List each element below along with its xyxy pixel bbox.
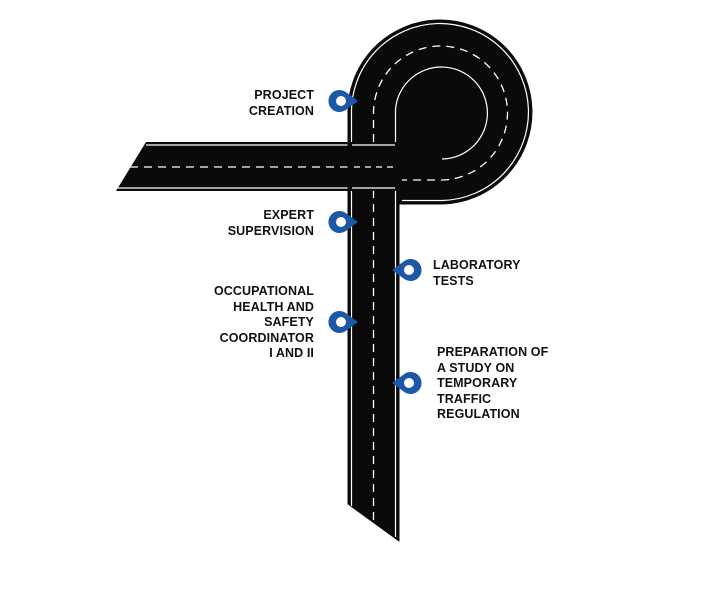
label-line: PROJECT (254, 88, 314, 102)
label-line: EXPERT (263, 208, 314, 222)
loop-road (347, 19, 533, 542)
label-line: SAFETY (264, 315, 314, 329)
milestone-label-expert-supervision: EXPERT SUPERVISION (228, 208, 314, 239)
label-line: LABORATORY (433, 258, 521, 272)
label-line: SUPERVISION (227, 223, 314, 238)
label-line: COORDINATOR (219, 330, 314, 345)
milestone-label-ohs-coordinator: OCCUPATIONAL HEALTH AND SAFETY COORDINAT… (214, 284, 314, 362)
horizontal-road (116, 142, 356, 191)
pin-hole (404, 265, 414, 275)
pin-hole (336, 96, 346, 106)
pin-hole (404, 378, 414, 388)
pin-expert-supervision (328, 211, 358, 233)
pin-project-creation (328, 90, 358, 112)
milestone-label-project-creation: PROJECT CREATION (249, 88, 314, 119)
label-line: OCCUPATIONAL (213, 284, 314, 298)
pin-hole (336, 217, 346, 227)
pin-ohs-coordinator (328, 311, 358, 333)
loop-lane-marking (372, 45, 509, 520)
label-line: TRAFFIC (437, 391, 492, 406)
pin-traffic-study (392, 372, 422, 394)
label-line: TEMPORARY (437, 376, 518, 390)
label-line: HEALTH AND (233, 299, 314, 314)
milestone-label-traffic-study: PREPARATION OF A STUDY ON TEMPORARY TRAF… (437, 345, 548, 423)
loop-road-edge-inner (394, 66, 488, 537)
pin-laboratory-tests (392, 259, 422, 281)
label-line: TESTS (433, 273, 474, 288)
label-line: CREATION (248, 103, 314, 118)
label-line: PREPARATION OF (437, 345, 549, 359)
label-line: I AND II (269, 346, 314, 360)
pin-hole (336, 317, 346, 327)
loop-road-edge-outer (350, 22, 530, 506)
label-line: A STUDY ON (437, 360, 515, 375)
milestone-label-laboratory-tests: LABORATORY TESTS (433, 258, 521, 289)
label-line: REGULATION (437, 407, 520, 421)
